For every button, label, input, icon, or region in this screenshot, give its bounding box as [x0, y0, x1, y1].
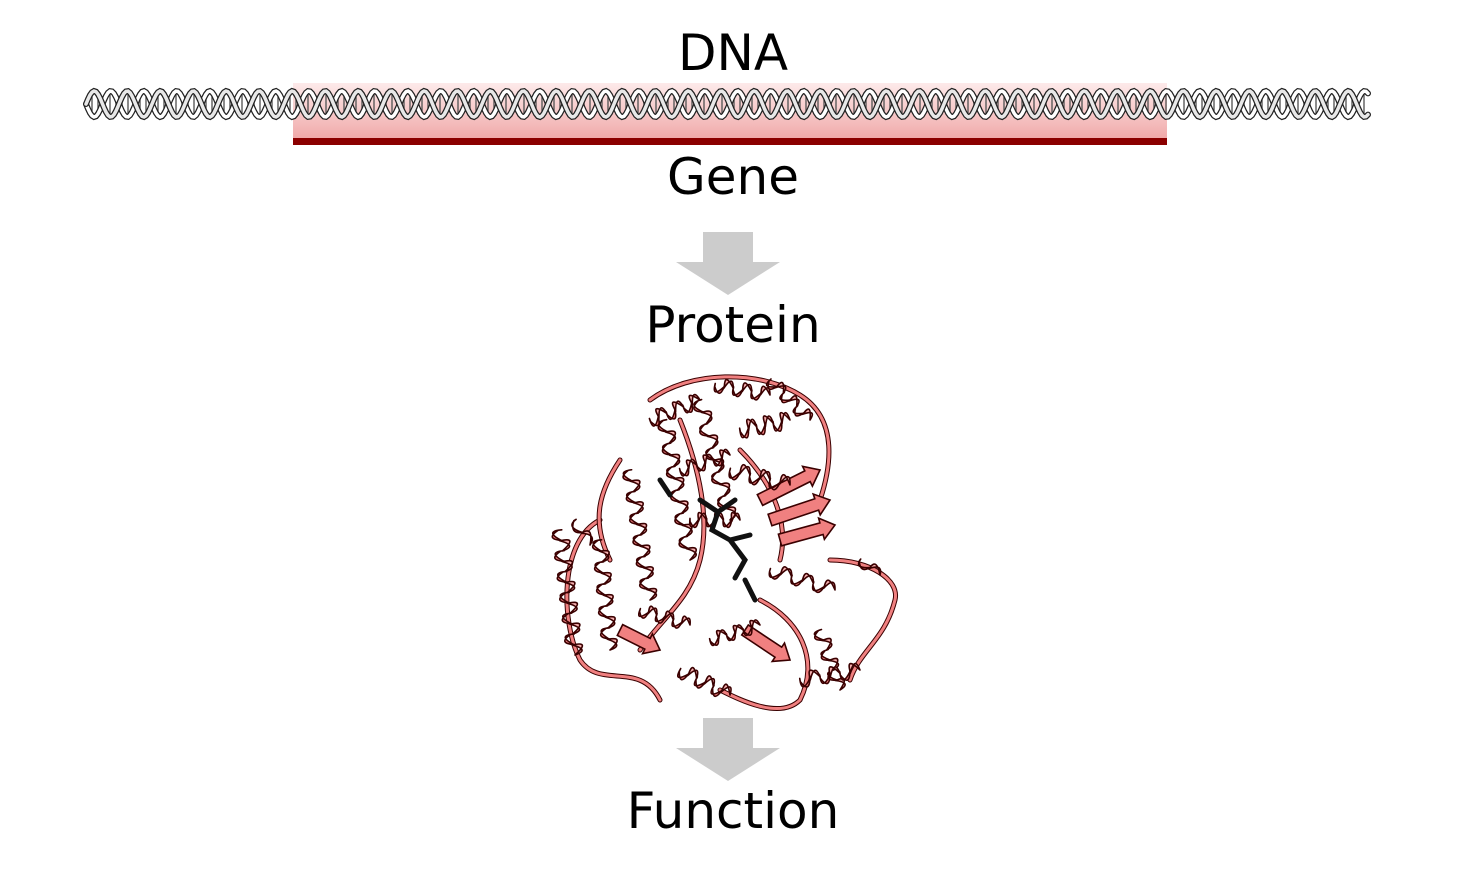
- gene-bar: [293, 138, 1167, 145]
- protein-ribbon-icon: [551, 374, 898, 712]
- protein-label: Protein: [645, 296, 821, 354]
- dna-helix-icon: [83, 87, 1371, 121]
- down-arrow-icon: [676, 232, 780, 295]
- dna-label: DNA: [677, 24, 789, 82]
- function-label: Function: [626, 782, 840, 840]
- gene-label: Gene: [667, 148, 799, 206]
- down-arrow-icon: [676, 718, 780, 781]
